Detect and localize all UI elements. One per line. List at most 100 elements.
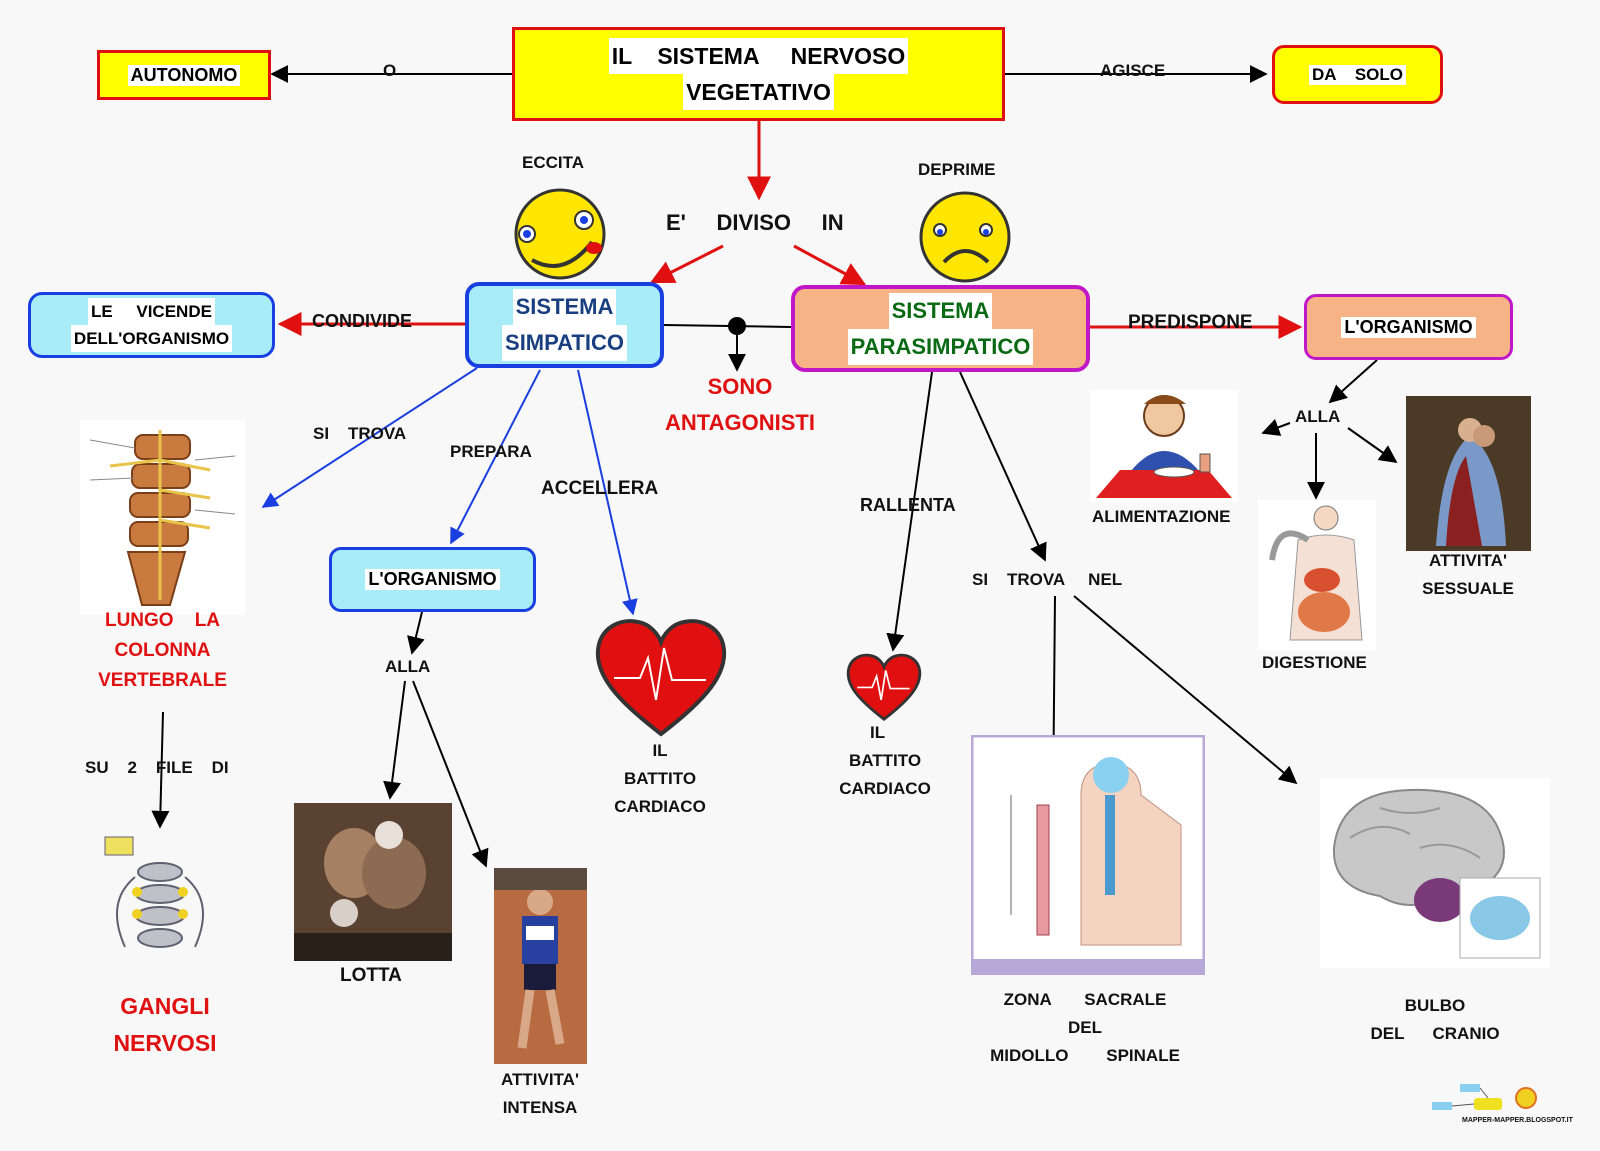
lotta-image bbox=[294, 803, 452, 961]
battito-left-line1: IL bbox=[652, 741, 668, 760]
battito-right-line1: IL bbox=[870, 723, 886, 742]
parasimpatico-line2: PARASIMPATICO bbox=[847, 328, 1034, 365]
attivita-sessuale-label: ATTIVITA' SESSUALE bbox=[1398, 547, 1538, 603]
link-antagonisti bbox=[663, 324, 792, 328]
battito-left-line2: BATTITO bbox=[623, 769, 697, 788]
link-si-trova-nel bbox=[959, 371, 1047, 562]
battito-right-label: IL BATTITO CARDIACO bbox=[815, 719, 955, 803]
colonna-line2: COLONNA bbox=[114, 640, 211, 661]
attivita-intensa-line1: ATTIVITA' bbox=[500, 1070, 579, 1089]
vicende-node: LE VICENDE DELL'ORGANISMO bbox=[28, 292, 275, 358]
attivita-sessuale-image bbox=[1406, 396, 1531, 551]
root-title-line2: VEGETATIVO bbox=[683, 74, 834, 110]
link-alla-sessuale bbox=[1347, 427, 1398, 464]
attivita-intensa-image bbox=[494, 868, 587, 1064]
bulbo-line2: DEL CRANIO bbox=[1370, 1024, 1500, 1043]
digestione-label: DIGESTIONE bbox=[1262, 653, 1367, 672]
zona-sacrale-line1: ZONA SACRALE bbox=[1003, 990, 1167, 1009]
link-label-prepara: PREPARA bbox=[450, 442, 532, 461]
da-solo-label: DA SOLO bbox=[1309, 64, 1406, 85]
link-label-si-trova-nel: SI TROVA NEL bbox=[972, 570, 1123, 589]
organismo-mid-label: L'ORGANISMO bbox=[365, 569, 500, 590]
link-label-condivide: CONDIVIDE bbox=[312, 311, 413, 331]
simpatico-node: SISTEMA SIMPATICO bbox=[465, 282, 664, 368]
gangli-line1: GANGLI bbox=[120, 993, 210, 1019]
link-label-alla-right: ALLA bbox=[1295, 407, 1341, 426]
da-solo-node: DA SOLO bbox=[1272, 45, 1443, 104]
spine-icon bbox=[971, 735, 1205, 975]
antagonisti-line2: ANTAGONISTI bbox=[665, 410, 815, 435]
vicende-line2: DELL'ORGANISMO bbox=[70, 325, 233, 352]
parasimpatico-line1: SISTEMA bbox=[888, 292, 993, 329]
attivita-intensa-label: ATTIVITA' INTENSA bbox=[470, 1066, 610, 1122]
deprime-label: DEPRIME bbox=[918, 160, 996, 179]
digestione-image bbox=[1258, 500, 1376, 650]
colonna-line3: VERTEBRALE bbox=[98, 670, 227, 691]
bulbo-line1: BULBO bbox=[1404, 996, 1466, 1015]
link-alla-alimentazione bbox=[1261, 418, 1291, 436]
battito-left-label: IL BATTITO CARDIACO bbox=[590, 737, 730, 821]
autonomo-label: AUTONOMO bbox=[127, 64, 241, 86]
smiley-happy-icon bbox=[514, 188, 606, 280]
battito-right-line3: CARDIACO bbox=[839, 779, 931, 798]
zona-sacrale-label: ZONA SACRALE DEL MIDOLLO SPINALE bbox=[965, 986, 1205, 1070]
diviso-label: E' DIVISO IN bbox=[666, 210, 844, 235]
alimentazione-image bbox=[1090, 390, 1238, 502]
mapper-logo-icon bbox=[1432, 1084, 1537, 1110]
link-label-agisce: AGISCE bbox=[1100, 61, 1166, 80]
heart-small-icon bbox=[846, 653, 922, 721]
link-prepara bbox=[450, 369, 541, 545]
alimentazione-label: ALIMENTAZIONE bbox=[1092, 507, 1231, 526]
link-accellera bbox=[577, 369, 638, 616]
attivita-intensa-line2: INTENSA bbox=[502, 1098, 578, 1117]
link-label-accellera: ACCELLERA bbox=[541, 478, 659, 499]
organismo-right-label: L'ORGANISMO bbox=[1341, 316, 1476, 338]
link-label-alla-mid: ALLA bbox=[385, 657, 431, 676]
battito-right-line2: BATTITO bbox=[848, 751, 922, 770]
gangli-label: GANGLI NERVOSI bbox=[90, 988, 240, 1062]
lotta-label: LOTTA bbox=[340, 965, 402, 986]
link-colonna-gangli bbox=[151, 711, 170, 829]
gangli-line2: NERVOSI bbox=[113, 1030, 217, 1056]
antagonisti-label: SONO ANTAGONISTI bbox=[650, 369, 830, 441]
link-alla-attivita bbox=[412, 680, 489, 868]
link-organismo-alla-right bbox=[1328, 359, 1378, 404]
link-organismo-alla bbox=[407, 611, 425, 655]
link-label-rallenta: RALLENTA bbox=[860, 495, 956, 515]
simpatico-line1: SISTEMA bbox=[512, 289, 617, 325]
link-rallenta bbox=[886, 371, 933, 652]
root-title-line1: IL SISTEMA NERVOSO bbox=[608, 38, 909, 74]
eccita-label: ECCITA bbox=[522, 153, 585, 172]
heart-ecg-icon bbox=[595, 619, 727, 737]
colonna-line1: LUNGO LA bbox=[104, 610, 221, 631]
link-alla-lotta bbox=[383, 680, 406, 800]
watermark-text: MAPPER-MAPPER.BLOGSPOT.IT bbox=[1462, 1117, 1573, 1124]
link-label-si-trova: SI TROVA bbox=[313, 424, 407, 443]
organismo-mid-node: L'ORGANISMO bbox=[329, 547, 536, 612]
link-label-predispone: PREDISPONE bbox=[1128, 312, 1253, 333]
attivita-sessuale-line2: SESSUALE bbox=[1422, 579, 1514, 598]
vicende-line1: LE VICENDE bbox=[88, 298, 215, 325]
zona-sacrale-line3: MIDOLLO SPINALE bbox=[990, 1046, 1180, 1065]
link-label-o: O bbox=[383, 61, 397, 80]
battito-left-line3: CARDIACO bbox=[614, 797, 706, 816]
link-si-trova bbox=[261, 367, 478, 508]
link-diviso-parasimpatico bbox=[793, 244, 867, 286]
organismo-right-node: L'ORGANISMO bbox=[1304, 294, 1513, 360]
link-label-su-2-file: SU 2 FILE DI bbox=[85, 758, 229, 777]
autonomo-node: AUTONOMO bbox=[97, 50, 271, 100]
spine-anatomy-image bbox=[80, 420, 245, 615]
root-node: IL SISTEMA NERVOSO VEGETATIVO bbox=[512, 27, 1005, 121]
parasimpatico-node: SISTEMA PARASIMPATICO bbox=[791, 285, 1090, 372]
brain-icon bbox=[1320, 778, 1550, 968]
colonna-label: LUNGO LA COLONNA VERTEBRALE bbox=[70, 606, 255, 696]
antagonisti-line1: SONO bbox=[707, 374, 773, 399]
link-diviso-simpatico bbox=[649, 244, 724, 284]
link-nel-bulbo bbox=[1073, 595, 1298, 785]
attivita-sessuale-line1: ATTIVITA' bbox=[1428, 551, 1507, 570]
simpatico-line2: SIMPATICO bbox=[502, 325, 627, 361]
bulbo-label: BULBO DEL CRANIO bbox=[1350, 992, 1520, 1048]
zona-sacrale-line2: DEL bbox=[1068, 1018, 1102, 1037]
gangli-vertebra-image bbox=[104, 836, 204, 948]
